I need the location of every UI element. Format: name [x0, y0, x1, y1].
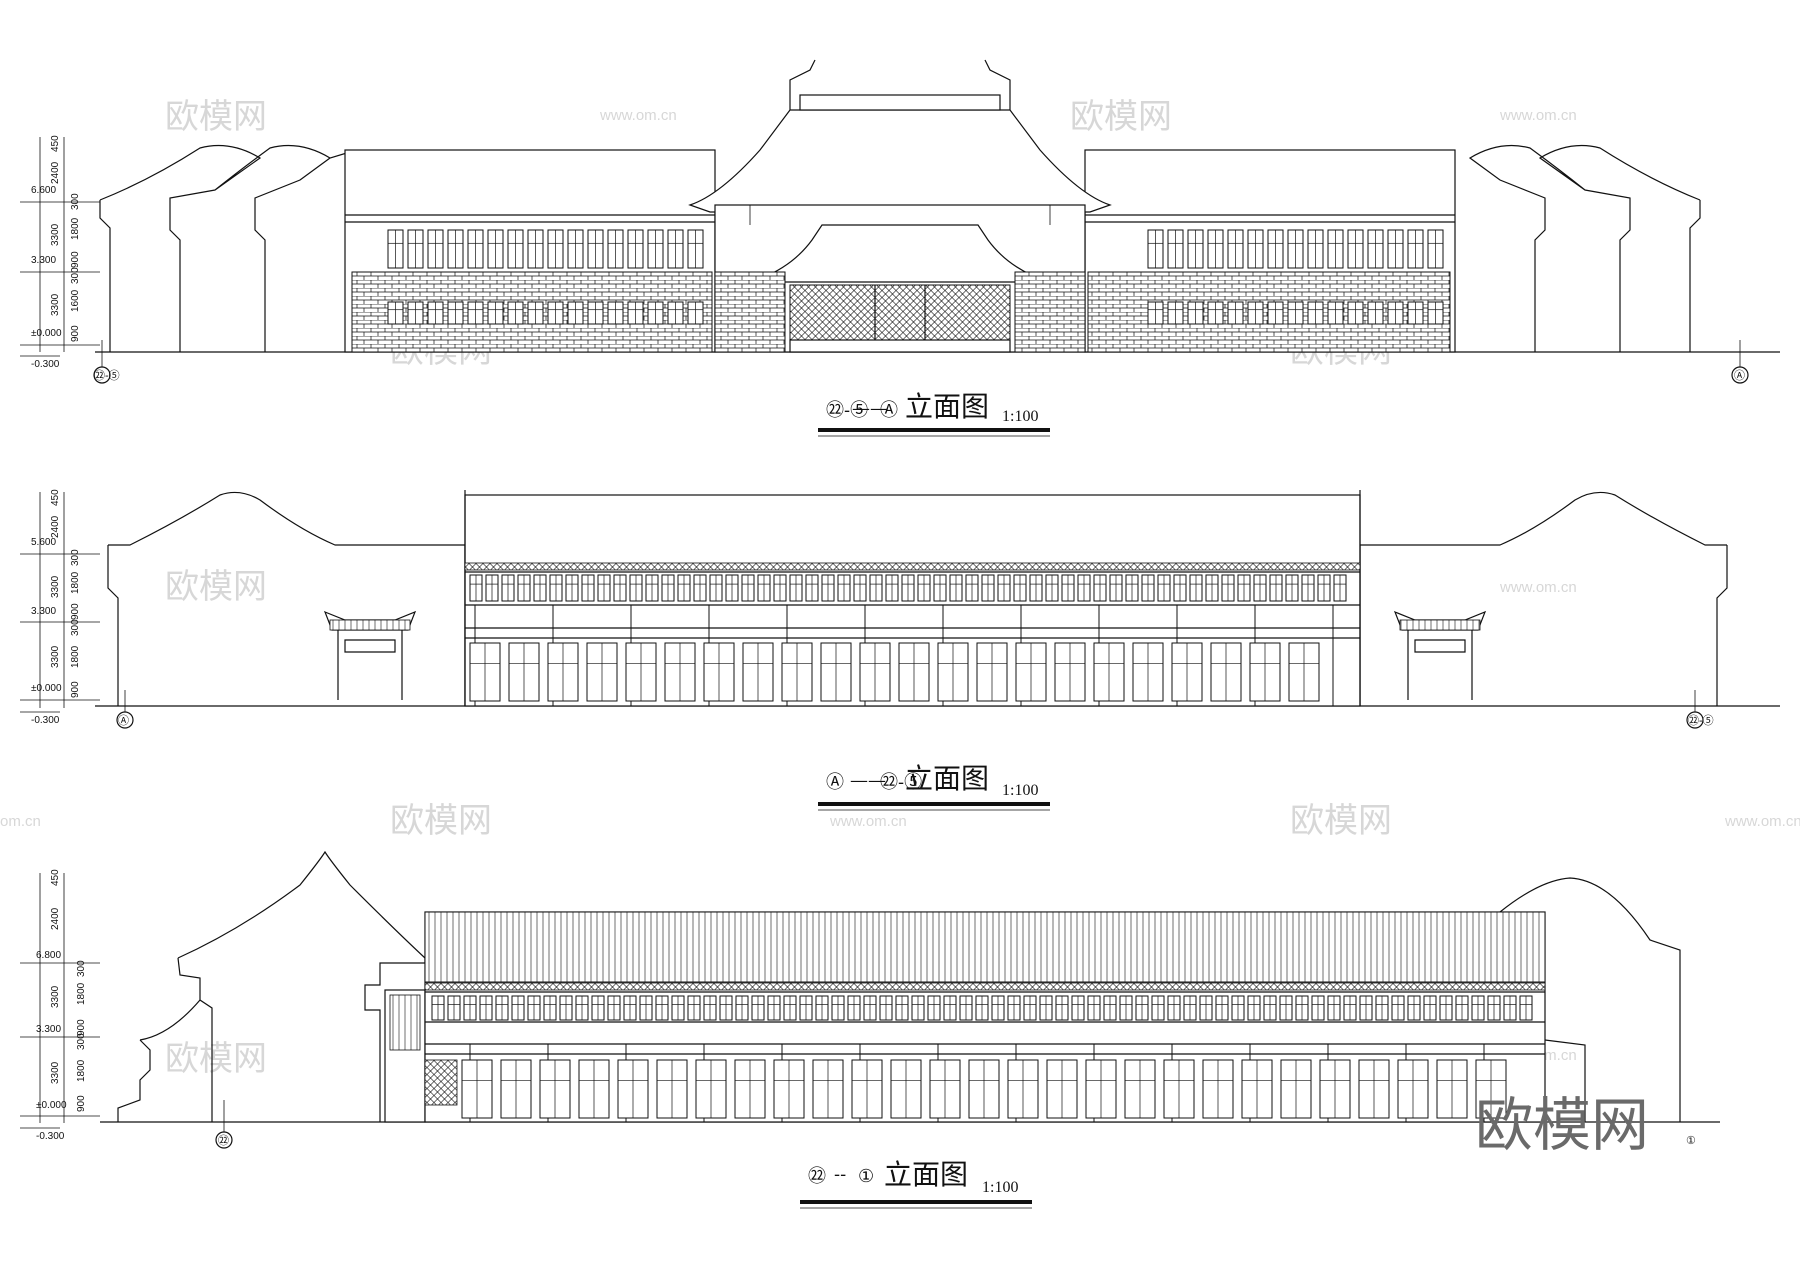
level-label: 3.300	[36, 1024, 61, 1035]
level-label: -0.300	[31, 359, 60, 370]
dim-label: 300	[70, 267, 81, 284]
dim-label: 1800	[70, 217, 81, 240]
level-label: ±0.000	[31, 328, 62, 339]
dim-label: 300	[70, 193, 81, 210]
brand-logo: 欧模网	[1475, 1091, 1649, 1159]
window-row	[387, 229, 1444, 269]
dim-label: 2400	[50, 907, 61, 930]
axis-label: ①	[1686, 1135, 1696, 1147]
dim-label: 3300	[50, 575, 61, 598]
dim-label: 3300	[50, 645, 61, 668]
axis-label: ㉒-⑤	[1688, 714, 1714, 727]
dim-label: 1800	[76, 1059, 87, 1082]
title-separator: --	[834, 1164, 846, 1185]
dim-label: 1800	[70, 645, 81, 668]
level-label: -0.300	[36, 1131, 65, 1142]
window-row	[469, 642, 1320, 702]
watermark-cn: 欧模网	[1070, 97, 1172, 137]
watermark-url: www.om.cn	[829, 813, 907, 830]
watermark-url: om.cn	[0, 813, 41, 830]
level-label: -0.300	[31, 715, 60, 726]
drawing-title-1: ㉒-⑤ —— Ⓐ 立面图 1:100	[818, 390, 1050, 437]
title-axis-from: ㉒-⑤	[826, 400, 868, 421]
elevation-3: 6.800 3.300 ±0.000 -0.300 450 2400 300 1…	[20, 850, 1720, 1209]
dim-label: 1800	[70, 571, 81, 594]
title-separator: ——	[852, 398, 888, 419]
dim-label: 2400	[50, 161, 61, 184]
watermark-cn: 欧模网	[165, 567, 267, 607]
title-scale: 1:100	[1002, 408, 1038, 425]
title-separator: ——	[850, 770, 886, 791]
title-axis-to: Ⓐ	[880, 400, 898, 421]
title-axis-to: ㉒-⑤	[880, 772, 922, 793]
title-scale: 1:100	[1002, 782, 1038, 799]
drawing-title-3: ㉒ -- ① 立面图 1:100	[800, 1158, 1032, 1209]
level-label: 6.800	[36, 950, 61, 961]
title-axis-from: Ⓐ	[826, 772, 844, 793]
title-axis-from: ㉒	[808, 1166, 826, 1187]
dim-label: 450	[50, 489, 61, 506]
window-row	[431, 995, 1533, 1021]
dim-label: 450	[50, 135, 61, 152]
dim-label: 300	[70, 549, 81, 566]
axis-label: Ⓐ	[1734, 369, 1745, 382]
axis-label: Ⓐ	[118, 714, 129, 727]
dim-label: 300	[76, 960, 87, 977]
dim-label: 900	[76, 1095, 87, 1112]
watermark-url: www.om.cn	[1499, 579, 1577, 596]
elevation-1: 6.600 3.300 ±0.000 -0.300 450 2400 300 1…	[20, 59, 1780, 437]
dim-label: 900	[70, 325, 81, 342]
axis-label: ㉒-⑤	[94, 369, 120, 382]
elevation-2: 5.600 3.300 ±0.000 -0.300 450 2400 300 1…	[20, 489, 1780, 811]
watermark-cn: 欧模网	[165, 1039, 267, 1079]
gateway-right	[1393, 610, 1487, 700]
level-label: 3.300	[31, 606, 56, 617]
dim-label: 3300	[50, 985, 61, 1008]
dim-label: 3300	[50, 1061, 61, 1084]
level-label: ±0.000	[31, 683, 62, 694]
watermark-url: www.om.cn	[1724, 813, 1800, 830]
level-label: 3.300	[31, 255, 56, 266]
watermark-url: www.om.cn	[599, 107, 677, 124]
title-text: 立面图	[905, 390, 989, 423]
watermark-cn: 欧模网	[1290, 801, 1392, 841]
level-label: 5.600	[31, 537, 56, 548]
dim-label: 3300	[50, 293, 61, 316]
drawing-title-2: Ⓐ —— ㉒-⑤ 立面图 1:100	[818, 762, 1050, 811]
title-scale: 1:100	[982, 1179, 1018, 1196]
level-label: ±0.000	[36, 1100, 67, 1111]
dim-label: 900	[70, 603, 81, 620]
dim-label: 300	[76, 1033, 87, 1050]
gateway-left	[323, 610, 417, 700]
axis-label: ㉒	[218, 1134, 229, 1147]
level-scale-3: 6.800 3.300 ±0.000 -0.300 450 2400 300 1…	[20, 869, 100, 1142]
level-scale-2: 5.600 3.300 ±0.000 -0.300 450 2400 300 1…	[20, 489, 100, 726]
title-text: 立面图	[884, 1158, 968, 1191]
dim-label: 1600	[70, 289, 81, 312]
dim-label: 1800	[76, 982, 87, 1005]
dim-label: 900	[76, 1019, 87, 1036]
dim-label: 2400	[50, 515, 61, 538]
dim-label: 900	[70, 251, 81, 268]
level-label: 6.600	[31, 185, 56, 196]
dim-label: 3300	[50, 223, 61, 246]
dim-label: 450	[50, 869, 61, 886]
dim-label: 900	[70, 681, 81, 698]
watermark-cn: 欧模网	[390, 801, 492, 841]
title-axis-to: ①	[858, 1166, 874, 1187]
window-row	[469, 574, 1347, 602]
window-row	[461, 1059, 1507, 1119]
title-text: 立面图	[905, 762, 989, 795]
watermark-cn: 欧模网	[165, 97, 267, 137]
dim-label: 300	[70, 619, 81, 636]
level-scale-1: 6.600 3.300 ±0.000 -0.300 450 2400 300 1…	[20, 135, 100, 370]
watermark-url: www.om.cn	[1499, 107, 1577, 124]
window-row	[387, 301, 1444, 325]
